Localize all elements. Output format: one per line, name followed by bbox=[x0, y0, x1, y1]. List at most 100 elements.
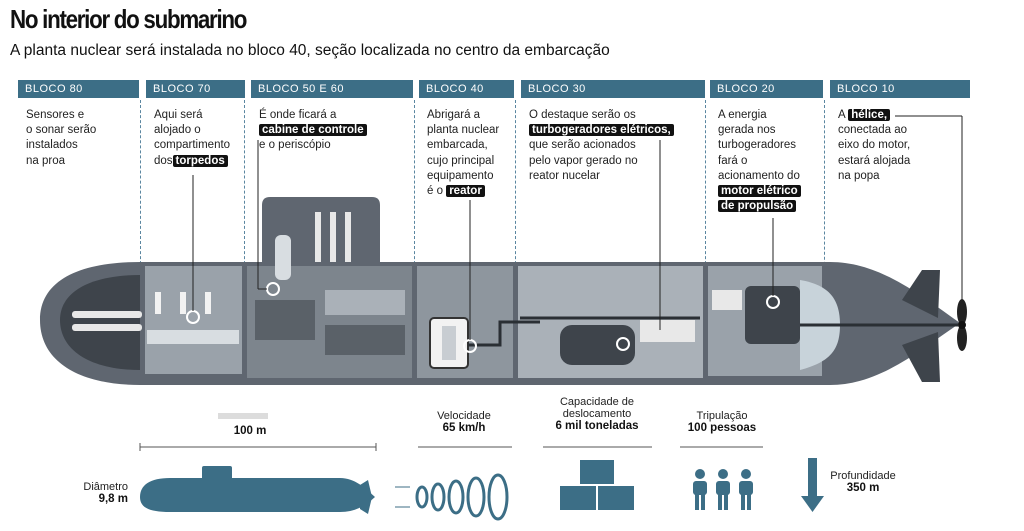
stat-displacement-label: deslocamento bbox=[562, 408, 632, 420]
motor-casing bbox=[712, 290, 742, 310]
speed-ring-icon bbox=[487, 473, 509, 521]
torpedo-rack bbox=[180, 292, 186, 314]
block-divider bbox=[140, 100, 141, 380]
weight-block-icon bbox=[580, 460, 614, 484]
stat-depth: Profundidade 350 m bbox=[818, 470, 908, 494]
block-50-60: BLOCO 50 E 60 É onde ficará a cabine de … bbox=[251, 80, 413, 154]
person-icon bbox=[739, 469, 753, 510]
control-console bbox=[325, 290, 405, 315]
highlight-torpedos: torpedos bbox=[172, 154, 228, 167]
text-line: instalados bbox=[26, 139, 78, 152]
highlight-propulsao: de propulsão bbox=[718, 200, 797, 213]
electric-motor bbox=[745, 286, 800, 344]
stat-speed-label: Velocidade bbox=[437, 410, 491, 422]
text-line: Sensores e bbox=[26, 109, 85, 121]
stat-displacement-label: Capacidade de bbox=[559, 396, 634, 408]
text-line: O destaque serão os bbox=[529, 109, 636, 121]
stat-depth-label: Profundidade bbox=[830, 470, 896, 482]
highlight-cabine: cabine de controle bbox=[259, 124, 367, 137]
text-line: acionamento do bbox=[718, 169, 800, 182]
torpedo-rack bbox=[205, 292, 211, 314]
block-70-label: BLOCO 70 bbox=[146, 80, 245, 98]
turbogenerator bbox=[560, 325, 635, 365]
speed-ring-icon bbox=[447, 479, 465, 515]
text-line: na proa bbox=[26, 154, 66, 167]
text-line: estará alojada bbox=[838, 154, 911, 167]
steam-pipe bbox=[468, 320, 540, 347]
block-divider bbox=[244, 100, 245, 380]
control-console bbox=[325, 325, 405, 355]
text-fragment: dos bbox=[154, 154, 173, 167]
text-fragment: A bbox=[838, 109, 846, 121]
page-title: No interior do submarino bbox=[10, 4, 247, 34]
text-line: eixo do motor, bbox=[838, 139, 911, 152]
text-fragment: é o bbox=[427, 185, 443, 198]
length-gradient bbox=[218, 413, 268, 419]
callout-marker-turbo bbox=[616, 337, 630, 351]
text-line: turbogeradores bbox=[718, 139, 796, 152]
speed-ring-icon bbox=[466, 476, 486, 518]
torpedo-tube bbox=[72, 311, 142, 318]
block-30-label: BLOCO 30 bbox=[521, 80, 705, 98]
block-50-60-label: BLOCO 50 E 60 bbox=[251, 80, 413, 98]
text-line: na popa bbox=[838, 169, 880, 182]
stat-crew-label: Tripulação bbox=[696, 410, 748, 422]
submarine-silhouette-sail bbox=[202, 466, 232, 480]
person-icon bbox=[716, 469, 730, 510]
block-30: BLOCO 30 O destaque serão os turbogerado… bbox=[521, 80, 705, 184]
block-80: BLOCO 80 Sensores e o sonar serão instal… bbox=[18, 80, 139, 169]
block-10-text: A hélice, conectada ao eixo do motor, es… bbox=[830, 98, 970, 184]
page-subtitle: A planta nuclear será instalada no bloco… bbox=[10, 42, 610, 59]
stat-speed: Velocidade 65 km/h bbox=[412, 410, 516, 434]
highlight-reator: reator bbox=[446, 185, 485, 198]
speed-ring-icon bbox=[415, 485, 429, 509]
block-10-label: BLOCO 10 bbox=[830, 80, 970, 98]
torpedo-rack bbox=[155, 292, 161, 314]
block-70: BLOCO 70 Aqui será alojado o compartimen… bbox=[146, 80, 245, 169]
text-line: gerada nos bbox=[718, 124, 776, 137]
stat-length-value: 100 m bbox=[233, 425, 267, 437]
stat-crew: Tripulação 100 pessoas bbox=[672, 410, 772, 434]
text-line: cujo principal bbox=[427, 154, 495, 167]
block-divider bbox=[705, 100, 706, 380]
stat-depth-value: 350 m bbox=[846, 482, 880, 494]
block-80-text: Sensores e o sonar serão instalados na p… bbox=[18, 98, 139, 169]
text-line: alojado o bbox=[154, 124, 201, 137]
text-line: o sonar serão bbox=[26, 124, 97, 137]
block-20-label: BLOCO 20 bbox=[710, 80, 823, 98]
submarine-silhouette-fin bbox=[360, 480, 372, 514]
stat-displacement: Capacidade de deslocamento 6 mil tonelad… bbox=[535, 396, 659, 432]
depth-arrow-head-icon bbox=[801, 496, 824, 512]
block-50-60-text: É onde ficará a cabine de controle e o p… bbox=[251, 98, 413, 154]
text-line: conectada ao bbox=[838, 124, 908, 137]
speed-ring-icon bbox=[430, 482, 446, 512]
propeller-icon bbox=[957, 299, 967, 351]
text-line: equipamento bbox=[427, 169, 494, 182]
sail-cabin bbox=[275, 235, 291, 280]
lower-tail-fin bbox=[902, 332, 940, 382]
reactor-core bbox=[442, 326, 456, 360]
sonar-bow bbox=[60, 275, 140, 370]
turbogenerator-housing bbox=[640, 320, 695, 342]
stat-diameter-label: Diâmetro bbox=[83, 481, 128, 493]
block-divider bbox=[824, 100, 825, 280]
text-line: A energia bbox=[718, 109, 767, 121]
depth-arrow-icon bbox=[808, 458, 817, 498]
highlight-turbogeradores: turbogeradores elétricos, bbox=[529, 124, 674, 137]
submarine-silhouette-icon bbox=[140, 478, 375, 512]
block-40: BLOCO 40 Abrigará a planta nuclear embar… bbox=[419, 80, 514, 199]
block-80-label: BLOCO 80 bbox=[18, 80, 139, 98]
text-line: compartimento bbox=[154, 139, 231, 152]
text-line: planta nuclear bbox=[427, 124, 500, 137]
weight-block-icon bbox=[598, 486, 634, 510]
highlight-helice: hélice, bbox=[848, 109, 891, 121]
stat-length: 100 m bbox=[200, 425, 300, 437]
block-40-label: BLOCO 40 bbox=[419, 80, 514, 98]
block-30-text: O destaque serão os turbogeradores elétr… bbox=[521, 98, 705, 184]
text-line: fará o bbox=[718, 154, 748, 167]
control-console bbox=[255, 300, 315, 340]
torpedo-tube bbox=[72, 324, 142, 331]
stat-crew-value: 100 pessoas bbox=[687, 422, 757, 434]
text-line: embarcada, bbox=[427, 139, 488, 152]
